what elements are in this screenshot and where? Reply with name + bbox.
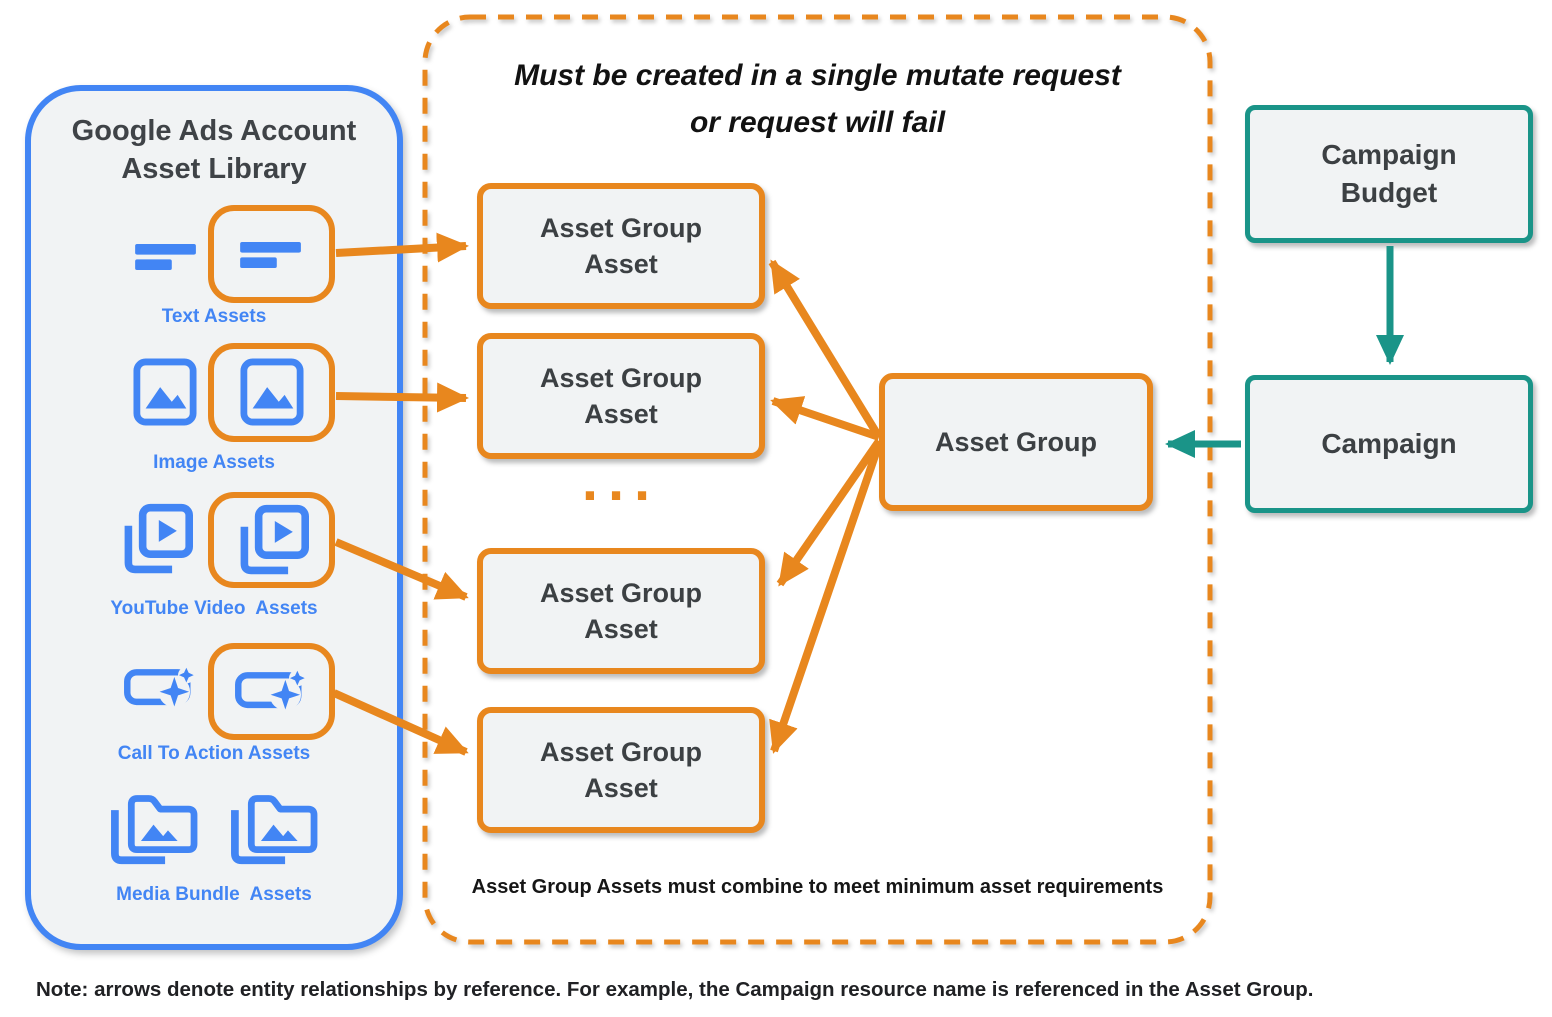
asset-group-box: Asset Group xyxy=(879,373,1153,511)
asset-type-label: Text Assets xyxy=(161,306,267,327)
selected-asset-highlight xyxy=(208,205,335,303)
asset-type-label: YouTube Video Assets xyxy=(110,598,318,619)
youtube-video-icon xyxy=(233,502,309,578)
asset-type-label: Call To Action Assets xyxy=(117,743,311,764)
call-to-action-icon xyxy=(232,667,311,715)
media-bundle-icon xyxy=(225,785,322,868)
asset-group-asset-box: Asset Group Asset xyxy=(477,548,765,674)
media-bundle-icon xyxy=(105,785,202,868)
campaign-budget-box: Campaign Budget xyxy=(1245,105,1533,243)
selected-asset-highlight xyxy=(208,643,335,740)
image-icon xyxy=(240,358,304,426)
asset-type-label: Image Assets xyxy=(153,452,275,473)
selected-asset-highlight xyxy=(208,343,335,442)
text-lines-icon xyxy=(135,243,197,270)
text-lines-icon xyxy=(240,241,302,268)
mutate-request-title: Must be created in a single mutate reque… xyxy=(514,59,1121,139)
asset-group-asset-box: Asset Group Asset xyxy=(477,707,765,833)
selected-asset-highlight xyxy=(208,492,335,588)
asset-group-asset-box: Asset Group Asset xyxy=(477,183,765,309)
youtube-video-icon xyxy=(117,501,193,577)
asset-type-label: Media Bundle Assets xyxy=(116,884,312,905)
asset-group-to-asset-arrows xyxy=(768,259,883,754)
reference-note: Note: arrows denote entity relationships… xyxy=(36,978,1314,1001)
asset-library-title: Google Ads Account Asset Library xyxy=(71,115,357,186)
asset-group-asset-box: Asset Group Asset xyxy=(477,333,765,459)
call-to-action-icon xyxy=(121,664,200,712)
more-assets-ellipsis: ... xyxy=(581,448,661,513)
minimum-requirements-caption: Asset Group Assets must combine to meet … xyxy=(471,876,1164,898)
image-icon xyxy=(133,358,197,426)
campaign-box: Campaign xyxy=(1245,375,1533,513)
